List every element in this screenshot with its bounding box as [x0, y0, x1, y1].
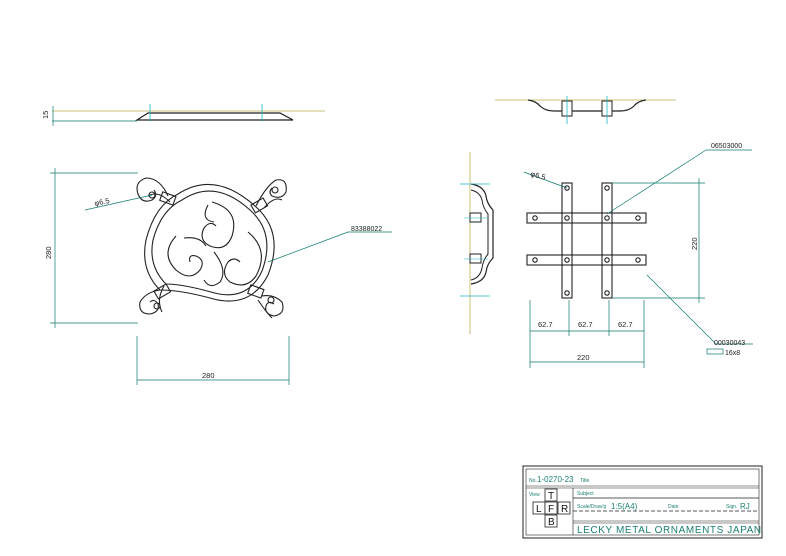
left-part-number: 83388022 — [351, 226, 382, 233]
left-hole-diameter: φ6.5 — [94, 196, 111, 208]
left-width-dimension: 280 — [202, 371, 215, 380]
view-front: F — [548, 504, 554, 515]
sign-value: RJ — [740, 502, 750, 511]
view-left: L — [536, 504, 542, 515]
company-name: LECKY METAL ORNAMENTS JAPAN — [577, 525, 762, 536]
thickness-dimension: 15 — [41, 111, 50, 119]
date-label: Date — [668, 504, 679, 510]
right-side-profile — [460, 152, 494, 334]
pitch-dimension-3: 62.7 — [618, 320, 633, 329]
right-view-dimensions — [523, 149, 753, 368]
title-block — [522, 465, 763, 539]
right-width-dimension: 220 — [577, 353, 590, 362]
subject-label: Subject — [577, 491, 594, 497]
scale-label: Scale/Draw'g — [577, 504, 607, 510]
left-view-dimensions — [50, 168, 392, 385]
sign-label: Sign. — [726, 504, 737, 510]
left-height-dimension: 280 — [44, 246, 53, 259]
view-top: T — [548, 491, 554, 502]
view-bottom: B — [548, 517, 555, 528]
title-block-no-label: No. — [529, 478, 537, 484]
scale-value: 1:5(A4) — [611, 502, 638, 511]
right-height-dimension: 220 — [690, 237, 699, 250]
right-hole-diameter: φ6.5 — [529, 169, 546, 182]
right-part-number-bottom: 00030043 — [714, 340, 745, 347]
flat-bar-size: 16x8 — [725, 350, 740, 357]
view-right: R — [561, 504, 568, 515]
title-block-title-label: Title — [580, 478, 589, 484]
right-top-view — [495, 96, 676, 124]
pitch-dimension-2: 62.7 — [578, 320, 593, 329]
left-side-view: 15 — [41, 104, 325, 126]
grid-front-view — [526, 182, 647, 299]
right-part-number-top: 06503000 — [711, 143, 742, 150]
title-block-view-label: View — [529, 492, 540, 498]
ornament-front-view — [136, 177, 287, 319]
pitch-dimension-1: 62.7 — [538, 320, 553, 329]
drawing-number: 1-0270-23 — [537, 475, 574, 484]
